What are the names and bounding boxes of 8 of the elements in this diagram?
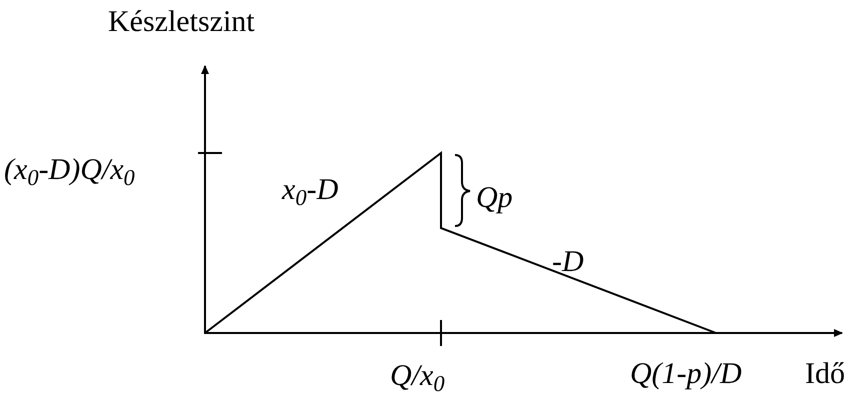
tick-label: (x$_{0}$-D)Q/x$_{0}$ — [4, 152, 135, 190]
axis-title: Készletszint — [108, 4, 255, 40]
tick-label: Q/x$_{0}$ — [390, 358, 445, 396]
axis-title: Idő — [805, 356, 845, 392]
tick-label: Q(1-p)/D — [630, 356, 742, 392]
slope-label: x$_{0}$-D — [282, 172, 338, 210]
jump-label: Qp — [476, 180, 513, 216]
slope-label: -D — [552, 244, 584, 280]
